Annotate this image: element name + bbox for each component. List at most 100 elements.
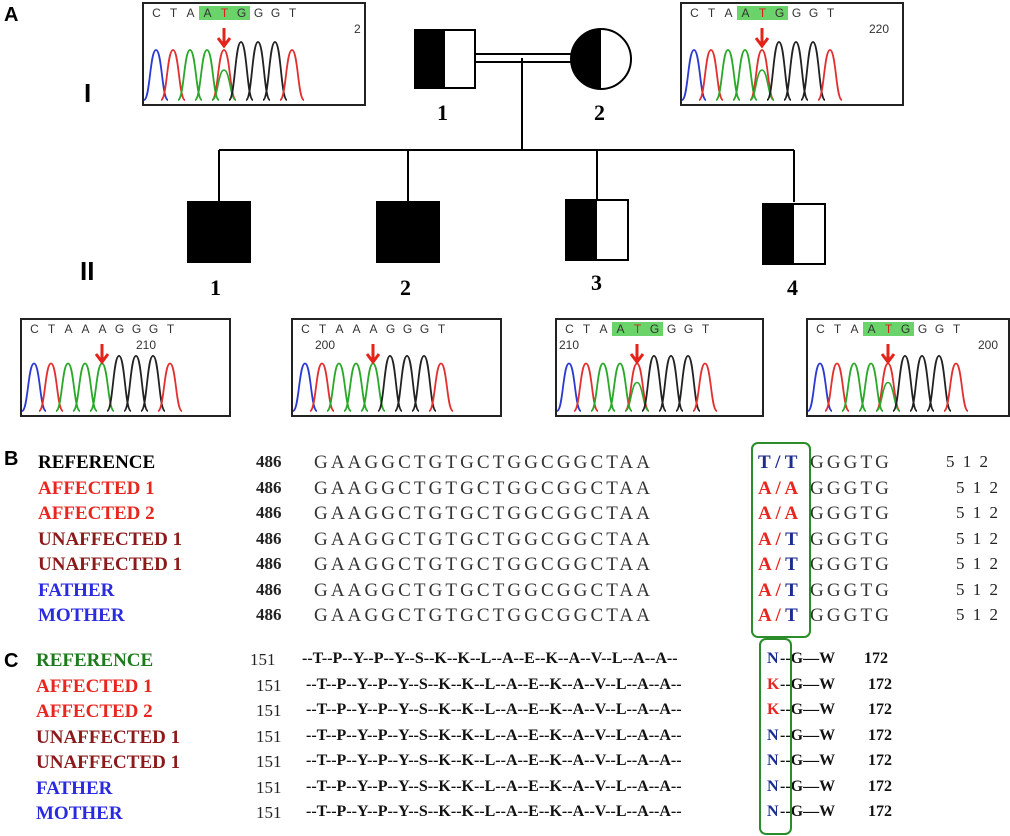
trace-peak bbox=[245, 41, 271, 101]
trace-peak bbox=[394, 354, 420, 412]
base-call: G bbox=[771, 6, 788, 20]
base-call: G bbox=[934, 322, 945, 336]
allele-separator: / bbox=[770, 528, 786, 550]
end-position: 5 1 2 bbox=[956, 554, 1000, 573]
base-call: T bbox=[166, 322, 175, 336]
nucleotide-sequence-prefix: GAAGGCTGTGCTGGCGGCTAA bbox=[314, 528, 654, 550]
base-call: T bbox=[754, 6, 771, 20]
base-call: G bbox=[114, 322, 125, 336]
base-call: G bbox=[402, 322, 413, 336]
base-call: C bbox=[565, 322, 574, 336]
trace-peak bbox=[858, 362, 884, 412]
trace-peak bbox=[658, 354, 684, 412]
base-call: T bbox=[216, 6, 233, 20]
nucleotide-sequence-suffix: GGGTG bbox=[810, 554, 892, 575]
red-down-arrow-icon bbox=[880, 344, 896, 365]
base-call: T bbox=[318, 322, 327, 336]
protein-sequence-suffix: --G—W bbox=[780, 803, 836, 820]
variant-residue: N bbox=[767, 752, 779, 769]
trace-peak bbox=[140, 354, 166, 412]
base-call: T bbox=[169, 6, 178, 20]
variant-highlight-box-protein bbox=[759, 638, 792, 835]
affected-son-1-symbol bbox=[187, 201, 251, 263]
base-call: G bbox=[419, 322, 430, 336]
base-call: T bbox=[833, 322, 842, 336]
chromatogram-traces bbox=[22, 344, 183, 412]
allele-separator: / bbox=[770, 477, 785, 499]
end-position: 5 1 2 bbox=[956, 477, 1000, 497]
base-call: G bbox=[897, 322, 914, 336]
base-call: C bbox=[690, 6, 699, 20]
allele-2: A bbox=[784, 503, 799, 524]
carrier-son-3-symbol bbox=[565, 199, 629, 261]
nucleotide-sequence-prefix: GAAGGCTGTGCTGGCGGCTAA bbox=[314, 579, 654, 601]
trace-peak bbox=[309, 362, 335, 412]
trace-peak bbox=[428, 362, 454, 412]
allele-1: A bbox=[758, 579, 771, 601]
protein-sequence-prefix: --T--P--Y--P--Y--S--K--K--L--A--E--K--A-… bbox=[306, 726, 682, 744]
genotype-call: T / T bbox=[758, 452, 797, 474]
trace-peak bbox=[279, 49, 305, 101]
sample-label: UNAFFECTED 1 bbox=[36, 726, 181, 748]
panel-label-a: A bbox=[4, 4, 19, 26]
end-position: 172 bbox=[868, 675, 892, 693]
base-call: C bbox=[816, 322, 825, 336]
start-position: 486 bbox=[256, 605, 282, 624]
variant-highlight-box-nucleotide bbox=[751, 442, 811, 638]
individual-label-ii-2: 2 bbox=[400, 275, 411, 300]
base-call: A bbox=[335, 322, 344, 336]
start-position: 151 bbox=[256, 675, 282, 695]
start-position: 486 bbox=[256, 452, 282, 471]
end-position: 5 1 2 bbox=[956, 605, 1000, 624]
base-call: G bbox=[791, 6, 802, 20]
nucleotide-sequence-prefix: GAAGGCTGTGCTGGCGGCTAA bbox=[314, 554, 654, 575]
affected-son-2-symbol bbox=[376, 201, 440, 263]
allele-2: A bbox=[784, 477, 799, 499]
nucleotide-sequence-prefix: GAAGGCTGTGCTGGCGGCTAA bbox=[314, 503, 654, 524]
protein-sequence-prefix: --T--P--Y--P--Y--S--K--K--L--A--E--K--A-… bbox=[306, 803, 682, 820]
trace-peak bbox=[800, 41, 826, 101]
trace-peak bbox=[177, 49, 203, 101]
end-position: 172 bbox=[864, 650, 888, 667]
base-call: A bbox=[199, 6, 216, 20]
end-position: 172 bbox=[868, 726, 892, 744]
trace-peak bbox=[692, 362, 718, 412]
protein-sequence-suffix: --G—W bbox=[780, 752, 836, 769]
sequence-position: 210 bbox=[136, 338, 157, 352]
allele-2: T bbox=[785, 605, 798, 626]
end-position: 5 1 2 bbox=[956, 528, 1000, 548]
trace-peak bbox=[817, 49, 843, 101]
allele-separator: / bbox=[770, 452, 785, 473]
genotype-call: A / A bbox=[758, 478, 798, 500]
base-call: G bbox=[148, 322, 159, 336]
base-call: G bbox=[683, 322, 694, 336]
start-position: 151 bbox=[256, 701, 282, 720]
variant-residue: K bbox=[767, 701, 780, 718]
allele-separator: / bbox=[770, 503, 785, 524]
base-call: G bbox=[666, 322, 677, 336]
trace-peak bbox=[892, 354, 918, 412]
red-down-arrow-icon bbox=[629, 344, 645, 365]
trace-peak bbox=[783, 41, 809, 101]
allele-1: A bbox=[758, 605, 771, 626]
allele-2: T bbox=[785, 554, 798, 575]
trace-peak bbox=[909, 354, 935, 412]
allele-2: T bbox=[785, 579, 798, 601]
trace-peak bbox=[144, 49, 169, 101]
protein-sequence-prefix: --T--P--Y--P--Y--S--K--K--L--A--E--K--A-… bbox=[306, 752, 682, 769]
carrier-son-4-symbol bbox=[762, 203, 826, 265]
start-position: 486 bbox=[256, 477, 282, 497]
base-call: T bbox=[288, 6, 297, 20]
individual-label-ii-1: 1 bbox=[210, 275, 221, 300]
start-position: 151 bbox=[250, 650, 276, 669]
trace-peak bbox=[943, 362, 969, 412]
base-call: G bbox=[385, 322, 396, 336]
base-call: A bbox=[737, 6, 754, 20]
sample-label: UNAFFECTED 1 bbox=[36, 752, 181, 773]
end-position: 5 1 2 bbox=[946, 452, 990, 471]
trace-peak bbox=[841, 362, 867, 412]
